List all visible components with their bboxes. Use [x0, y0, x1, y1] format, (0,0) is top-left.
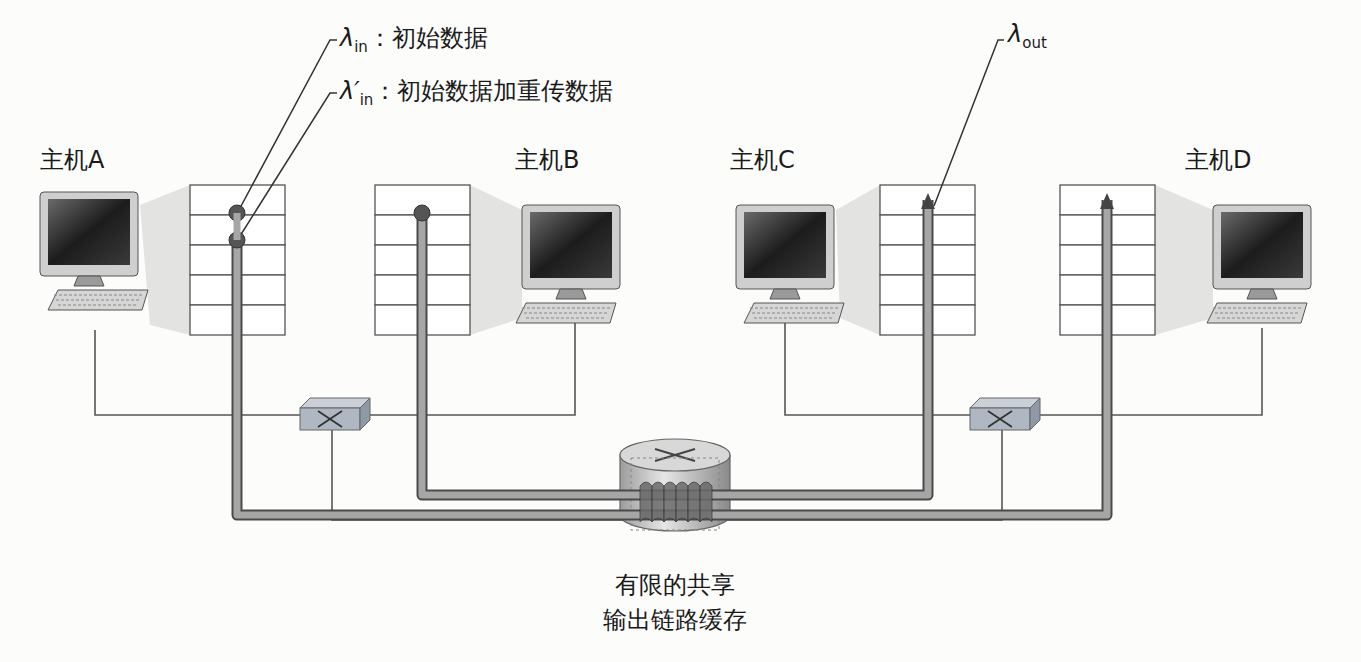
host-node: 主机B	[370, 145, 625, 340]
host-label: 主机A	[40, 147, 104, 173]
flow-path	[414, 200, 928, 495]
host-node: 主机D	[1055, 145, 1315, 340]
rate-text: ：初始数据	[368, 24, 488, 52]
rate-text: ：初始数据加重传数据	[373, 77, 613, 105]
flow-source-dot	[414, 205, 430, 221]
host-label: 主机C	[730, 147, 795, 173]
router-buffer	[640, 482, 712, 522]
flow-path	[229, 200, 1107, 515]
computer-icon	[516, 205, 620, 323]
rate-text: λ	[340, 24, 354, 52]
router-node: 有限的共享 输出链路缓存	[560, 440, 790, 640]
host-node: 主机A	[35, 145, 295, 340]
rate-text: λ′	[340, 77, 360, 105]
leader-lines	[240, 40, 1004, 236]
flow-outline	[422, 200, 928, 495]
host-label: 主机B	[515, 147, 579, 173]
buffer-label: 有限的共享 输出链路缓存	[585, 568, 765, 638]
flow-rate-label: λin：初始数据	[338, 22, 490, 56]
host-illustration	[40, 185, 285, 335]
flow-line	[234, 213, 241, 240]
host-label: 主机D	[1185, 147, 1251, 173]
flow-line	[422, 200, 928, 495]
host-illustration	[1060, 185, 1311, 335]
flow-outline	[237, 200, 1107, 515]
flow-rate-label: λout	[1006, 20, 1049, 52]
computer-icon	[40, 192, 148, 310]
host-illustration	[736, 185, 975, 335]
host-illustration	[375, 185, 620, 335]
rate-subscript: in	[360, 91, 374, 109]
computer-icon	[736, 205, 844, 323]
flow-rate-label: λ′in：初始数据加重传数据	[338, 75, 615, 109]
computer-icon	[1207, 205, 1311, 323]
rate-text: λ	[1008, 20, 1022, 48]
switch-symbol	[970, 398, 1040, 430]
flow-line	[237, 200, 1107, 515]
host-node: 主机C	[730, 145, 980, 340]
rate-subscript: out	[1022, 34, 1047, 52]
rate-subscript: in	[354, 38, 368, 56]
switch-symbol	[300, 398, 370, 430]
